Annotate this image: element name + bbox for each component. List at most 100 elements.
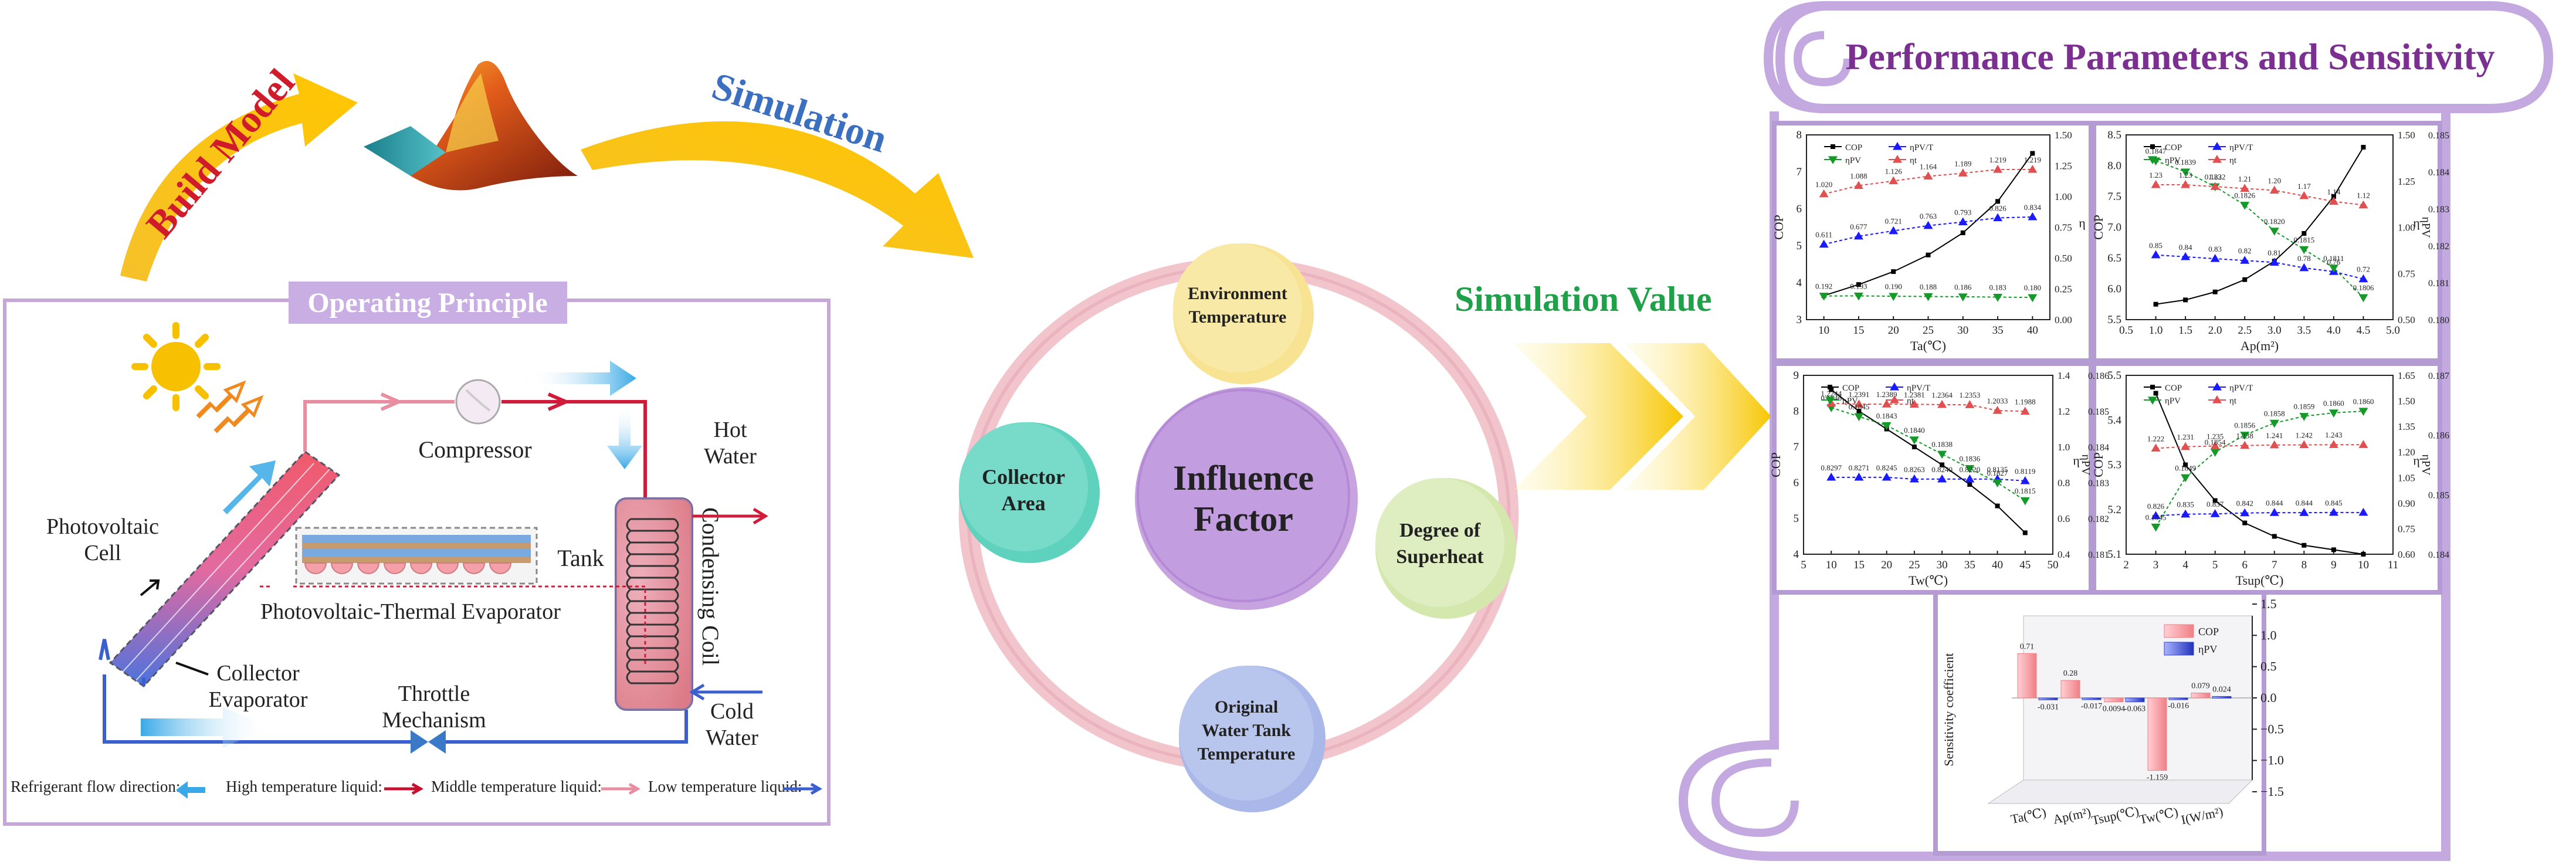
chart4-data-label: 0.1856 bbox=[2234, 421, 2255, 430]
chart3-data-label: 1.2364 bbox=[1931, 391, 1953, 399]
legend-flow-label: Refrigerant flow direction: bbox=[11, 778, 180, 795]
bar-chart-data-label: 0.71 bbox=[2020, 642, 2035, 651]
hot-water-label-1: Hot bbox=[714, 418, 747, 442]
chart4-yr-tick-label: 0.60 bbox=[2398, 549, 2415, 560]
chart2-series-1-point bbox=[2299, 263, 2309, 272]
chart3-yr-tick-label: 0.6 bbox=[2058, 513, 2070, 524]
chart1-yr-tick-label: 1.50 bbox=[2055, 130, 2072, 141]
chart4-yr-tick-label: 1.65 bbox=[2398, 370, 2415, 381]
chart1-data-label: 0.677 bbox=[1850, 222, 1867, 231]
chart2-x-label: Ap(m²) bbox=[2241, 338, 2279, 353]
chart1-legend-marker bbox=[1893, 142, 1902, 150]
chart1-data-label: 0.793 bbox=[1954, 208, 1971, 216]
tank-icon bbox=[615, 497, 693, 711]
chart3-series-2-point bbox=[1937, 450, 1947, 459]
chart1-series-3-point bbox=[1993, 165, 2003, 173]
chart3-series-1-line bbox=[1831, 476, 2025, 482]
chart2-data-label: 0.1832 bbox=[2205, 172, 2226, 181]
chart4-legend-marker bbox=[2212, 382, 2222, 391]
chart2-y-tick-label: 8.0 bbox=[2107, 160, 2121, 172]
chart1-series-3-point bbox=[1923, 171, 1933, 180]
bar-chart-data-label: -0.063 bbox=[2124, 705, 2145, 714]
chart1-x-tick-label: 25 bbox=[1923, 324, 1934, 337]
chart2-series-3-point bbox=[2240, 184, 2250, 192]
chart2-series-1-point bbox=[2358, 274, 2368, 283]
bar-legend-swatch-0 bbox=[2164, 624, 2194, 638]
chart4-y-tick-label: 5.3 bbox=[2107, 459, 2121, 472]
chart3-series-0-point bbox=[1829, 387, 1834, 392]
chart3-data-label: 1.2389 bbox=[1876, 390, 1897, 399]
chart4-yr2-tick-label: 0.186 bbox=[2428, 431, 2449, 441]
chart3-yr-label: η bbox=[2073, 453, 2080, 468]
chart1-series-2-point bbox=[1923, 293, 1933, 301]
chart1-data-label: 1.164 bbox=[1920, 162, 1937, 171]
chart3-data-label: 0.1843 bbox=[1876, 411, 1897, 420]
bar-chart-y-tick-label: −1.0 bbox=[2260, 753, 2284, 768]
throttle-valve-icon bbox=[411, 730, 446, 754]
chart2-x-tick-label: 4.0 bbox=[2327, 324, 2341, 337]
chart3-series-0-point bbox=[1940, 462, 1945, 467]
chart1-series-0-point bbox=[1960, 230, 1965, 235]
chart2-data-label: 0.84 bbox=[2179, 243, 2192, 252]
legend-middle-label: Middle temperature liquid: bbox=[431, 778, 602, 795]
chart3-data-label: 0.1845 bbox=[1849, 402, 1870, 411]
chart3-data-label: 0.1838 bbox=[1931, 440, 1953, 449]
chart3-data-label: 1.2244 bbox=[1821, 389, 1842, 398]
chart4-legend-marker bbox=[2150, 385, 2155, 389]
chart4-y-tick-label: 5.1 bbox=[2107, 548, 2121, 561]
chart4-series-3-point bbox=[2269, 440, 2279, 449]
chart2-yr2-label: ηPV bbox=[2419, 216, 2432, 238]
factor-env-line-2: Temperature bbox=[1189, 307, 1287, 327]
chart3-data-label: 0.8271 bbox=[1849, 463, 1870, 472]
chart4-series-2-point bbox=[2151, 523, 2161, 532]
chart2-series-0-point bbox=[2212, 289, 2218, 294]
bar-chart-data-label: -0.031 bbox=[2038, 703, 2059, 711]
chart3-series-3-point bbox=[1854, 399, 1864, 408]
chart2-plot-frame bbox=[2126, 134, 2394, 320]
chart4-data-label: 1.222 bbox=[2147, 434, 2164, 443]
chart3-data-label: 0.8263 bbox=[1904, 465, 1925, 474]
chart4-data-label: 0.1860 bbox=[2323, 399, 2344, 408]
chart1-series-2-point bbox=[1819, 293, 1829, 301]
influence-center: Influence Factor bbox=[1135, 387, 1358, 610]
chart1-data-label: 0.611 bbox=[1815, 230, 1832, 239]
chart4-series-3-point bbox=[2240, 440, 2250, 449]
chart2-series-3-point bbox=[2181, 180, 2191, 188]
chart1-data-label: 0.180 bbox=[2024, 283, 2041, 292]
bar-cop-1 bbox=[2060, 680, 2080, 699]
chart3-data-label: 0.8220 bbox=[1959, 465, 1980, 474]
pv-cell-label-1: Photovoltaic bbox=[46, 514, 159, 539]
chart3-series-1-point bbox=[1909, 474, 1919, 483]
bar-chart-data-label: 0.079 bbox=[2191, 682, 2210, 691]
chart3-x-tick-label: 45 bbox=[2019, 559, 2031, 571]
chart2-series-2-point bbox=[2328, 265, 2338, 273]
chart1-data-label: 1.219 bbox=[1989, 155, 2006, 164]
chart4-series-0-point bbox=[2302, 542, 2307, 548]
chart4-series-3-point bbox=[2210, 441, 2220, 450]
chart4-yr-tick-label: 1.50 bbox=[2398, 396, 2415, 407]
chart3-data-label: 0.1840 bbox=[1904, 426, 1925, 435]
chart4-series-3-point bbox=[2181, 442, 2191, 450]
chart4-data-label: 0.1859 bbox=[2293, 402, 2314, 411]
throttle-label-1: Throttle bbox=[398, 681, 470, 706]
chart1-y-tick-label: 8 bbox=[1797, 129, 1802, 141]
pvt-leader-line bbox=[258, 585, 646, 666]
chart4-legend-label: ηPV bbox=[2165, 396, 2181, 406]
chart1-data-label: 1.189 bbox=[1954, 159, 1971, 168]
bar-legend-label-0: COP bbox=[2198, 626, 2219, 638]
chart3-legend-label: ηPV/T bbox=[1907, 384, 1930, 393]
chart3-data-label: 1.2391 bbox=[1849, 390, 1870, 399]
chart3-yr-tick-label: 0.8 bbox=[2058, 477, 2070, 489]
chart1-x-tick-label: 35 bbox=[1992, 324, 2004, 337]
chart3-series-2-point bbox=[2020, 497, 2030, 506]
pv-cell-pointer bbox=[140, 579, 160, 596]
chart1-series-1-point bbox=[1889, 226, 1899, 235]
chart4-series-2-point bbox=[2210, 449, 2220, 457]
bar-chart-y-tick-label: 0.0 bbox=[2260, 690, 2277, 705]
chart4-series-0-point bbox=[2361, 552, 2366, 557]
chart4-yr2-tick-label: 0.187 bbox=[2428, 371, 2449, 381]
bar-legend-label-1: ηPV bbox=[2198, 643, 2217, 655]
chart4-series-1-point bbox=[2358, 507, 2368, 516]
chart2-y-tick-label: 5.5 bbox=[2107, 314, 2121, 326]
chart4-data-label: 0.844 bbox=[2266, 499, 2283, 507]
